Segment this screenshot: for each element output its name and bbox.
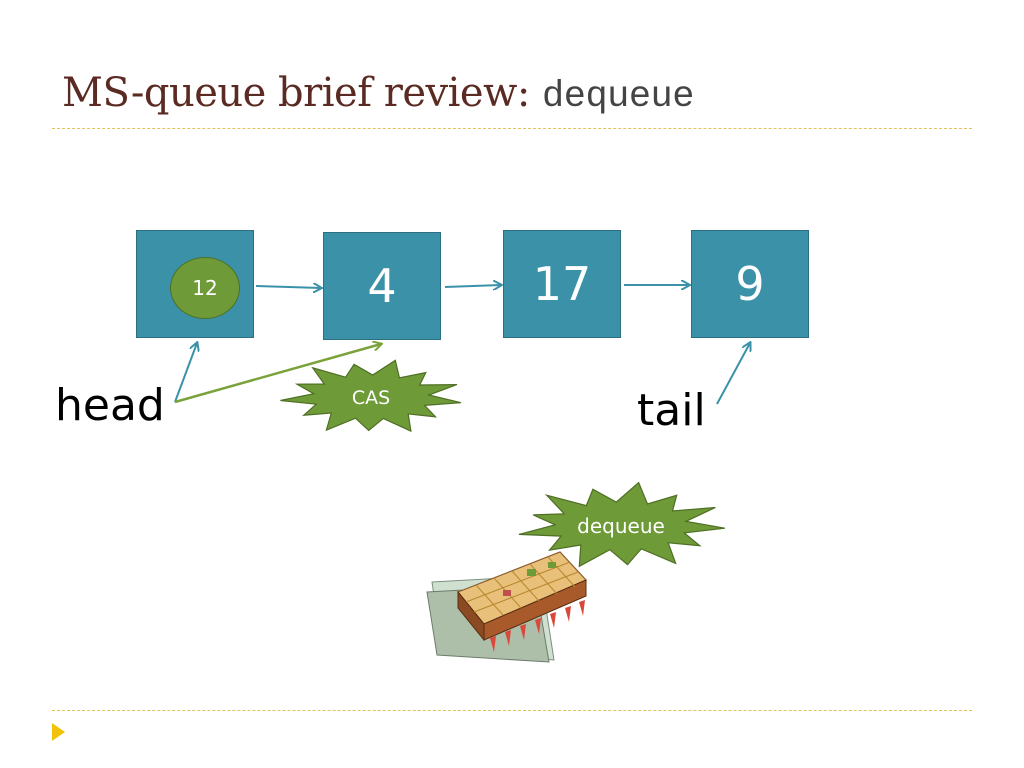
bottom-divider — [52, 710, 972, 711]
queue-node-17: 17 — [503, 230, 621, 338]
dequeued-value-bubble: 12 — [170, 257, 240, 319]
cas-label: CAS — [352, 387, 390, 409]
cpu-chip-icon — [426, 551, 588, 663]
title-text: MS-queue brief review: — [62, 70, 543, 116]
tail-label: tail — [637, 385, 706, 436]
queue-node-4: 4 — [323, 232, 441, 340]
title-code: dequeue — [542, 76, 694, 118]
head-arrow-cas — [174, 344, 381, 404]
dequeue-burst: dequeue — [518, 481, 726, 568]
next-arrow-1 — [255, 286, 321, 288]
dequeue-label: dequeue — [577, 514, 665, 538]
queue-node-9: 9 — [691, 230, 809, 338]
head-arrow-old — [174, 343, 197, 403]
tail-arrow — [716, 343, 750, 405]
node-value: 9 — [735, 257, 765, 311]
cas-burst: CAS — [280, 359, 462, 433]
next-arrow-2 — [444, 285, 501, 287]
head-label: head — [55, 380, 165, 431]
slide-title: MS-queue brief review: dequeue — [62, 70, 694, 118]
node-value: 17 — [532, 257, 592, 311]
top-divider — [52, 128, 972, 129]
bullet-triangle-icon — [52, 723, 65, 741]
node-value: 4 — [367, 259, 397, 313]
